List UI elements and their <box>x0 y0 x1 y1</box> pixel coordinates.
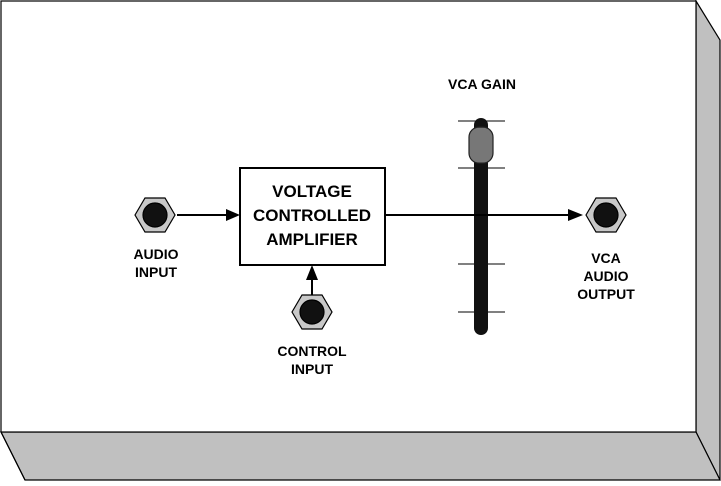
slider-knob[interactable] <box>468 126 494 164</box>
vca-gain-label: VCA GAIN <box>448 76 516 92</box>
arrowhead-icon <box>226 209 240 221</box>
slider-track <box>474 118 488 335</box>
control-input-jack[interactable] <box>291 294 333 330</box>
audio-input-jack[interactable] <box>134 197 176 233</box>
control-input-label-line2: INPUT <box>291 361 333 377</box>
vca-box <box>239 167 386 266</box>
control-to-vca-arrow <box>306 265 318 297</box>
vca-label-line1: VOLTAGE <box>272 182 352 201</box>
vca-label-line2: CONTROLLED <box>253 206 371 225</box>
arrowhead-icon <box>568 209 583 221</box>
panel-bottom-side <box>0 431 721 481</box>
panel-right-side <box>695 0 721 481</box>
control-input-label-line1: CONTROL <box>277 343 347 359</box>
audio-input-label-line1: AUDIO <box>133 246 178 262</box>
audio-to-vca-arrow <box>177 209 240 221</box>
jack-hole-icon <box>142 202 168 228</box>
audio-input-label-line2: INPUT <box>135 264 177 280</box>
vca-to-output-arrow <box>385 209 583 221</box>
jack-hole-icon <box>593 202 619 228</box>
output-label-line1: VCA <box>591 250 621 266</box>
vca-label-line3: AMPLIFIER <box>266 230 358 249</box>
jack-hole-icon <box>299 299 325 325</box>
output-label-line2: AUDIO <box>583 268 628 284</box>
output-label-line3: OUTPUT <box>577 286 635 302</box>
vca-block: VOLTAGE CONTROLLED AMPLIFIER <box>239 167 386 266</box>
vca-gain-slider[interactable] <box>458 118 505 335</box>
arrowhead-icon <box>306 265 318 280</box>
vca-audio-output-jack[interactable] <box>585 197 627 233</box>
